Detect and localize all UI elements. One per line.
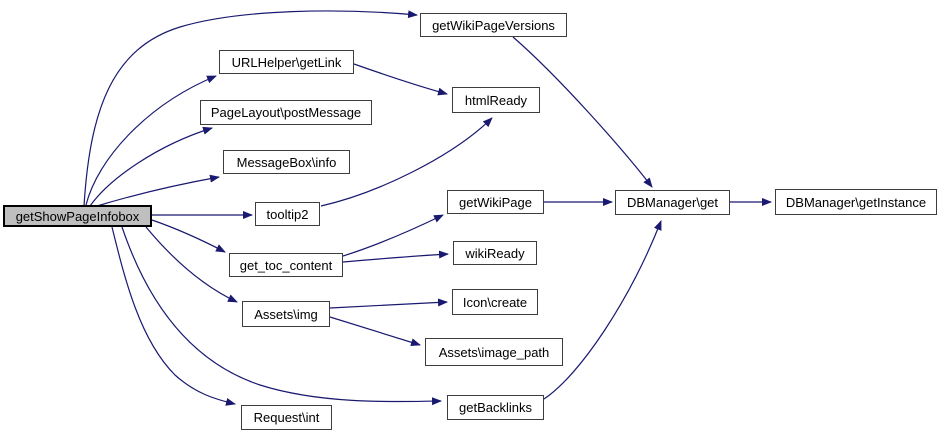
edge-get-show-page-infobox-to-messagebox-info xyxy=(96,174,220,207)
node-request-int[interactable]: Request\int xyxy=(241,405,332,430)
node-html-ready[interactable]: htmlReady xyxy=(452,87,540,113)
node-tooltip2[interactable]: tooltip2 xyxy=(255,202,320,226)
edge-assets-img-to-assets-image-path xyxy=(329,316,421,347)
edge-get-wiki-page-versions-to-dbmanager-get xyxy=(512,36,653,188)
node-get-wiki-page[interactable]: getWikiPage xyxy=(447,190,544,214)
node-dbmanager-get[interactable]: DBManager\get xyxy=(615,190,730,215)
node-pagelayout-postmessage[interactable]: PageLayout\postMessage xyxy=(200,100,372,125)
node-get-backlinks[interactable]: getBacklinks xyxy=(447,395,544,420)
edge-get-toc-content-to-wiki-ready xyxy=(342,250,449,263)
edge-get-show-page-infobox-to-assets-img xyxy=(145,226,238,303)
node-get-show-page-infobox: getShowPageInfobox xyxy=(3,205,152,227)
node-urlhelper-getlink[interactable]: URLHelper\getLink xyxy=(219,50,354,74)
node-messagebox-info[interactable]: MessageBox\info xyxy=(223,150,350,174)
node-wiki-ready[interactable]: wikiReady xyxy=(453,241,537,265)
edge-urlhelper-getlink-to-html-ready xyxy=(353,63,448,96)
edge-get-show-page-infobox-to-urlhelper-getlink xyxy=(85,75,217,206)
node-assets-image-path[interactable]: Assets\image_path xyxy=(425,338,563,366)
edge-get-backlinks-to-dbmanager-get xyxy=(543,220,662,400)
edge-get-show-page-infobox-to-request-int xyxy=(111,226,236,406)
node-assets-img[interactable]: Assets\img xyxy=(242,301,330,327)
edge-get-show-page-infobox-to-get-toc-content xyxy=(151,219,226,253)
edge-get-show-page-infobox-to-get-backlinks xyxy=(121,226,442,406)
edge-get-toc-content-to-get-wiki-page xyxy=(342,214,444,257)
edge-tooltip2-to-html-ready xyxy=(320,117,493,207)
node-dbmanager-getinstance[interactable]: DBManager\getInstance xyxy=(775,189,937,215)
node-icon-create[interactable]: Icon\create xyxy=(452,289,538,315)
edge-assets-img-to-icon-create xyxy=(329,298,448,309)
edge-get-show-page-infobox-to-get-wiki-page-versions xyxy=(83,10,418,207)
node-get-toc-content[interactable]: get_toc_content xyxy=(229,253,343,277)
node-get-wiki-page-versions[interactable]: getWikiPageVersions xyxy=(420,13,567,37)
edge-get-show-page-infobox-to-pagelayout-postmessage xyxy=(89,126,213,207)
